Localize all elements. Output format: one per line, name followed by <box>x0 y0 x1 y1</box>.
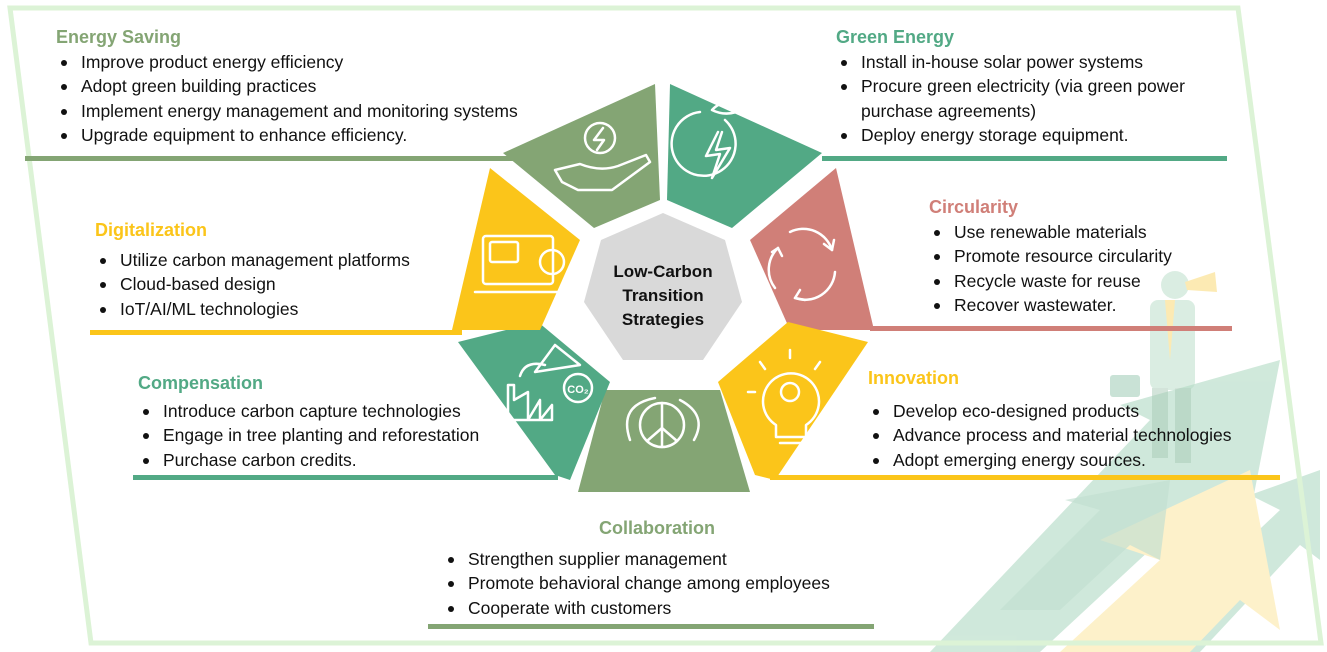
innovation-section: Innovation Develop eco-designed products… <box>868 367 1232 472</box>
innovation-divider <box>770 475 1280 480</box>
segment-green-energy[interactable] <box>667 84 822 228</box>
diagram-frame <box>7 5 1324 646</box>
list-item: Introduce carbon capture technologies <box>142 399 479 423</box>
section-title: Energy Saving <box>56 27 182 47</box>
hand-energy-icon <box>553 121 652 192</box>
co2-label: CO₂ <box>567 384 589 396</box>
energy-saving-divider <box>25 156 525 161</box>
section-title: Green Energy <box>836 27 955 47</box>
green-energy-list: Install in-house solar power systems Pro… <box>836 50 1185 147</box>
energy-saving-section: Energy Saving Improve product energy eff… <box>56 26 518 147</box>
laptop-chat-icon <box>473 234 566 294</box>
list-item: Advance process and material technologie… <box>873 423 1232 447</box>
center-title: Low-Carbon Transition Strategies <box>593 260 733 332</box>
list-item: Promote behavioral change among employee… <box>448 571 830 595</box>
list-item: Recover wastewater. <box>934 293 1172 317</box>
compensation-divider <box>133 475 558 480</box>
lightbulb-gear-icon <box>746 348 822 445</box>
circularity-divider <box>870 326 1232 331</box>
list-item: Strengthen supplier management <box>448 547 830 571</box>
list-item: Procure green electricity (via green pow… <box>841 74 1185 98</box>
list-item: Adopt green building practices <box>61 74 518 98</box>
segment-compensation[interactable] <box>458 322 610 480</box>
list-item: Implement energy management and monitori… <box>61 99 518 123</box>
section-title: Digitalization <box>95 220 207 240</box>
recycle-arrows-icon <box>767 227 837 302</box>
digitalization-divider <box>90 330 462 335</box>
businessman-illustration <box>1110 271 1217 463</box>
section-title: Circularity <box>929 197 1019 217</box>
segment-energy-saving[interactable] <box>503 84 660 228</box>
center-line-2: Transition <box>622 286 704 305</box>
collaboration-divider <box>428 624 874 629</box>
leaf-lightning-icon <box>670 101 747 180</box>
list-item: Improve product energy efficiency <box>61 50 518 74</box>
list-item: Deploy energy storage equipment. <box>841 123 1185 147</box>
list-item: Recycle waste for reuse <box>934 269 1172 293</box>
digitalization-list: Utilize carbon management platforms Clou… <box>95 248 410 321</box>
segment-digitalization[interactable] <box>452 168 580 330</box>
collaboration-section: Collaboration Strengthen supplier manage… <box>443 517 830 620</box>
segment-collaboration[interactable] <box>578 390 750 492</box>
list-item: Utilize carbon management platforms <box>100 248 410 272</box>
list-item: Engage in tree planting and reforestatio… <box>142 423 479 447</box>
list-item: Install in-house solar power systems <box>841 50 1185 74</box>
green-energy-section: Green Energy Install in-house solar powe… <box>836 26 1185 147</box>
green-energy-divider <box>822 156 1227 161</box>
list-item: Develop eco-designed products <box>873 399 1232 423</box>
carbon-capture-factory-icon <box>506 343 594 422</box>
list-item: Upgrade equipment to enhance efficiency. <box>61 123 518 147</box>
center-line-3: Strategies <box>621 310 705 329</box>
collaboration-list: Strengthen supplier management Promote b… <box>443 547 830 620</box>
list-item: Use renewable materials <box>934 220 1172 244</box>
section-title: Collaboration <box>599 518 715 538</box>
circularity-section: Circularity Use renewable materials Prom… <box>929 196 1172 317</box>
list-item: Promote resource circularity <box>934 244 1172 268</box>
list-item: Adopt emerging energy sources. <box>873 448 1232 472</box>
circularity-list: Use renewable materials Promote resource… <box>929 220 1172 317</box>
digitalization-section: Digitalization Utilize carbon management… <box>95 219 410 321</box>
center-line-1: Low-Carbon <box>613 262 713 281</box>
list-item: Purchase carbon credits. <box>142 448 479 472</box>
section-title: Innovation <box>868 368 959 388</box>
list-item: Cloud-based design <box>100 272 410 296</box>
compensation-section: Compensation Introduce carbon capture te… <box>138 372 479 472</box>
energy-saving-list: Improve product energy efficiency Adopt … <box>56 50 518 147</box>
peace-speech-bubble-icon <box>625 396 700 449</box>
innovation-list: Develop eco-designed products Advance pr… <box>868 399 1232 472</box>
list-item: IoT/AI/ML technologies <box>100 297 410 321</box>
center-heptagon <box>584 213 742 360</box>
segment-circularity[interactable] <box>750 168 874 330</box>
growth-arrows-illustration <box>930 360 1320 652</box>
list-item-continuation: purchase agreements) <box>861 100 1037 121</box>
section-title: Compensation <box>138 373 264 393</box>
list-item: Cooperate with customers <box>448 596 830 620</box>
compensation-list: Introduce carbon capture technologies En… <box>138 399 479 472</box>
